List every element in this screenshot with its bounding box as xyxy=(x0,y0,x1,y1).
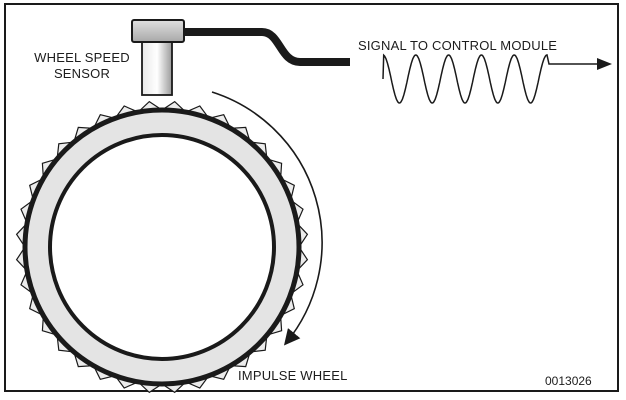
impulse-wheel xyxy=(15,100,309,394)
sensor-body xyxy=(141,40,173,96)
sensor-cable xyxy=(182,28,350,66)
wheel-speed-sensor xyxy=(131,19,350,96)
sensor-label-line2: SENSOR xyxy=(54,66,110,81)
signal-label: SIGNAL TO CONTROL MODULE xyxy=(358,38,557,53)
figure-code: 0013026 xyxy=(545,374,592,388)
sensor-label-line1: WHEEL SPEED xyxy=(34,50,130,65)
wheel-inner-rim xyxy=(48,133,276,361)
impulse-wheel-label: IMPULSE WHEEL xyxy=(238,368,348,383)
sensor-head xyxy=(131,19,185,43)
signal-arrowhead xyxy=(597,58,612,70)
signal-waveform xyxy=(382,53,598,104)
rotation-arrow xyxy=(211,91,323,346)
